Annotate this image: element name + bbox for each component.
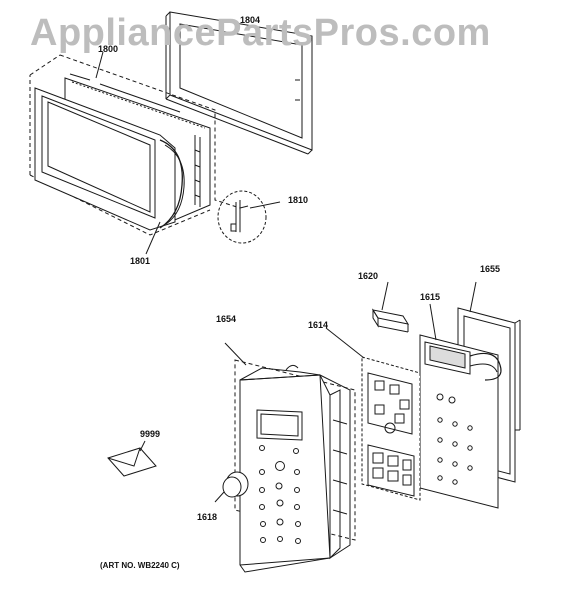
watermark-text: AppliancePartsPros.com [30,12,491,54]
leader-1801 [145,221,161,255]
leader-1810 [249,201,281,209]
callout-1654: 1654 [216,314,237,324]
callout-1800: 1800 [98,44,119,54]
door-assembly-part-1800 [29,54,241,236]
part-1620 [371,281,410,333]
callout-9999: 9999 [140,429,161,439]
door-frame-part-1804 [165,11,313,155]
door-latch-part-1810 [217,190,267,244]
envelope-part-9999 [107,440,157,477]
callout-1618: 1618 [197,512,218,522]
keypad-part-1614 [325,327,421,501]
control-board-part-1615 [419,303,502,509]
callout-1620: 1620 [358,271,379,281]
leader-1800 [95,51,104,79]
callout-1801: 1801 [130,256,151,266]
control-panel-part-1654 [224,342,356,573]
art-number-label: (ART NO. WB2240 C) [100,561,180,570]
callout-1810: 1810 [288,195,309,205]
callout-1804: 1804 [240,15,261,25]
knob-part-1618 [214,471,249,503]
callout-1655: 1655 [480,264,501,274]
callout-1615: 1615 [420,292,441,302]
callout-1614: 1614 [308,320,329,330]
